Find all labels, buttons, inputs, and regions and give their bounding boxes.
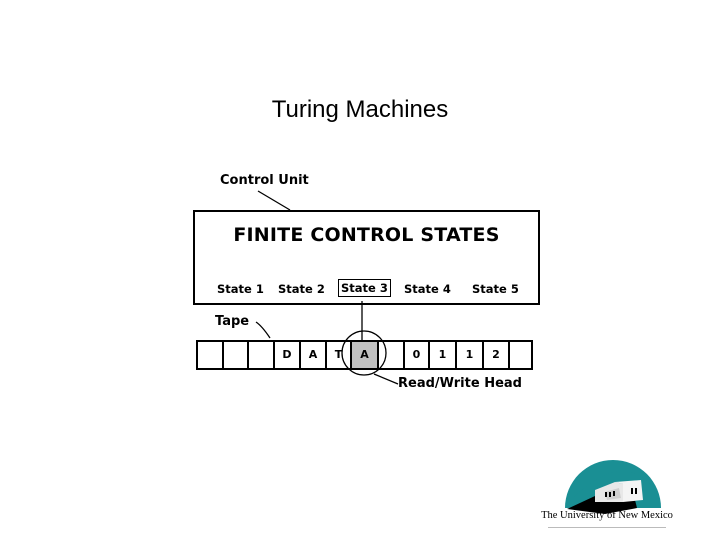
finite-control-states-title: FINITE CONTROL STATES [233,224,500,246]
tape-cell [247,342,273,368]
tape-cell [377,342,403,368]
tape-cell: 1 [428,342,455,368]
finite-control-box: FINITE CONTROL STATES State 1 State 2 St… [193,210,540,305]
tape-cell: A [299,342,325,368]
tape-label: Tape [215,314,250,329]
unm-logo-text: The University of New Mexico [541,510,673,521]
slide-title: Turing Machines [271,96,449,123]
tape-cell [222,342,247,368]
state-4: State 4 [404,282,451,296]
state-1: State 1 [217,282,264,296]
state-5: State 5 [472,282,519,296]
tape: D A T A 0 1 1 2 [196,340,533,370]
logo-divider [548,527,666,528]
tape-cell: 1 [455,342,482,368]
tape-cell-head: A [350,342,377,368]
state-2: State 2 [278,282,325,296]
tape-cell [196,342,222,368]
read-write-head-label: Read/Write Head [398,376,522,391]
unm-logo-icon [565,460,661,514]
tape-cell: T [325,342,350,368]
tape-cell: 0 [403,342,428,368]
tape-cell: D [273,342,299,368]
tape-cell: 2 [482,342,508,368]
state-3-selected: State 3 [338,279,391,297]
tape-cell [508,342,533,368]
control-unit-label: Control Unit [220,173,309,188]
